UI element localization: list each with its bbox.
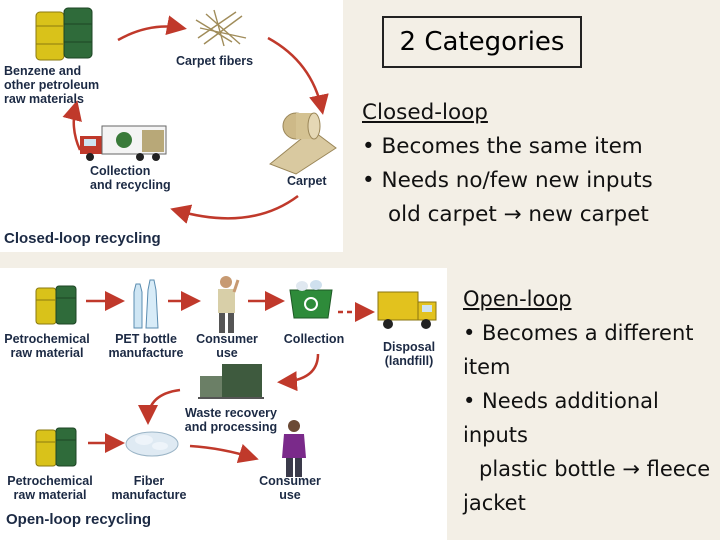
- label-carpet: Carpet: [287, 174, 327, 188]
- slide-title: 2 Categories: [382, 16, 582, 68]
- open-loop-heading: Open-loop: [463, 287, 572, 311]
- closed-loop-bullet: • Needs no/few new inputs: [362, 168, 653, 193]
- open-loop-arrows: [86, 291, 375, 464]
- open-loop-example: plastic bottle → fleece jacket: [463, 457, 711, 515]
- label-raw-materials: Benzene and other petroleum raw material…: [4, 64, 100, 106]
- arrow-raw-to-fibers: [117, 15, 187, 42]
- carpet-roll-icon: [269, 112, 337, 175]
- fleece-consumer-icon: [282, 420, 306, 477]
- carpet-fibers-icon: [195, 9, 247, 47]
- oil-barrels-icon: [35, 285, 77, 325]
- arrow-fibers-to-carpet: [267, 36, 329, 115]
- label-consumer-use-2: Consumer use: [259, 474, 321, 502]
- closed-loop-text: Closed-loop • Becomes the same item • Ne…: [362, 96, 653, 232]
- closed-loop-heading: Closed-loop: [362, 100, 488, 125]
- open-loop-caption: Open-loop recycling: [6, 511, 152, 528]
- label-carpet-fibers: Carpet fibers: [176, 54, 254, 68]
- plastic-bottles-icon: [133, 279, 159, 329]
- waste-processing-plant-icon: [198, 364, 264, 399]
- closed-loop-caption: Closed-loop recycling: [4, 230, 161, 247]
- label-fiber-manufacture: Fiber manufacture: [111, 474, 187, 502]
- label-disposal-landfill: Disposal (landfill): [382, 340, 436, 368]
- label-collection: Collection: [283, 332, 345, 346]
- label-petrochemical-1: Petrochemical raw material: [4, 332, 90, 360]
- label-collection-recycling: Collection and recycling: [90, 164, 171, 192]
- label-consumer-use-1: Consumer use: [196, 332, 258, 360]
- open-loop-bullet: • Needs additional inputs: [463, 389, 659, 447]
- label-waste-recovery: Waste recovery and processing: [184, 406, 278, 434]
- garbage-truck-icon: [377, 291, 437, 329]
- open-loop-figure: Petrochemical raw material PET bottle ma…: [0, 268, 447, 540]
- closed-loop-arrows: [62, 15, 329, 224]
- open-loop-bullet: • Becomes a different item: [463, 321, 694, 379]
- closed-loop-bullet: • Becomes the same item: [362, 134, 643, 159]
- label-petrochemical-2: Petrochemical raw material: [7, 474, 93, 502]
- fiber-flakes-icon: [125, 431, 179, 457]
- closed-loop-example: old carpet → new carpet: [388, 202, 649, 227]
- arrow-collection-to-raw: [62, 100, 82, 151]
- closed-loop-figure: Benzene and other petroleum raw material…: [0, 0, 343, 252]
- oil-barrels-icon: [35, 427, 77, 467]
- consumer-person-icon: [218, 276, 240, 333]
- oil-barrels-icon: [35, 7, 93, 61]
- recycling-bin-icon: [289, 280, 333, 319]
- arrow-carpet-to-collection: [170, 194, 299, 224]
- recycling-truck-icon: [80, 125, 167, 161]
- label-pet-bottle-manufacture: PET bottle manufacture: [108, 332, 184, 360]
- open-loop-text: Open-loop • Becomes a different item • N…: [463, 282, 713, 520]
